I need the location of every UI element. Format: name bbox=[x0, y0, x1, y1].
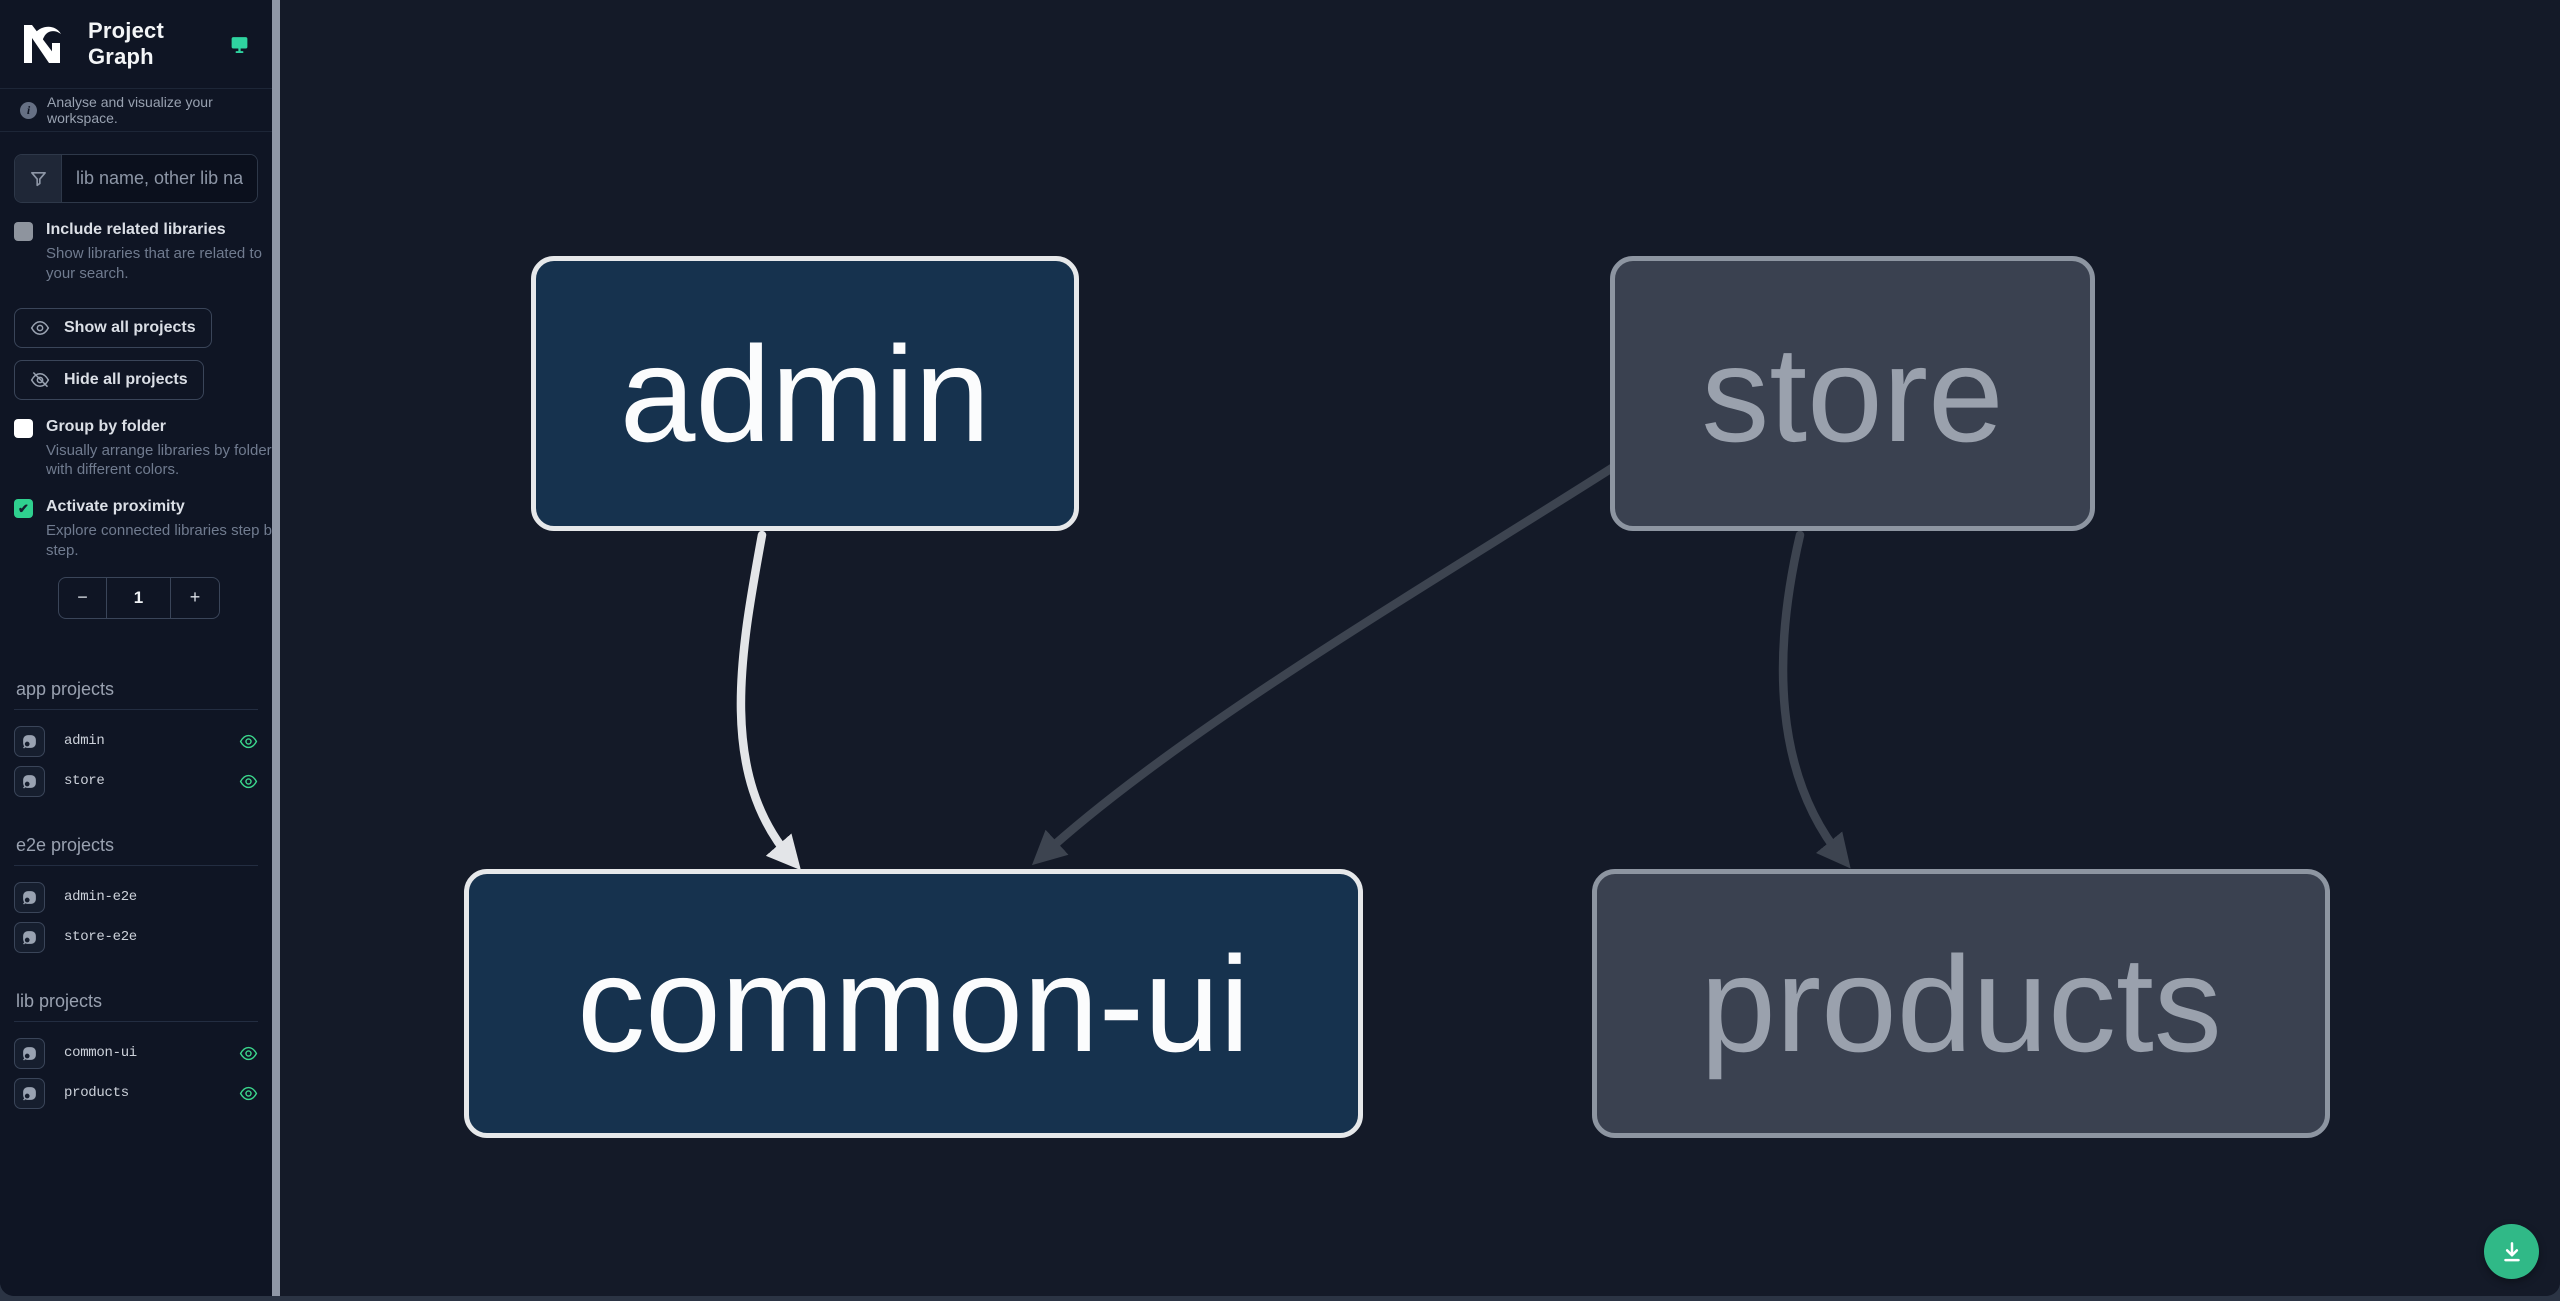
info-icon: i bbox=[20, 101, 37, 119]
option-label: Include related libraries bbox=[46, 221, 226, 238]
hide-all-label: Hide all projects bbox=[64, 370, 188, 388]
edge-admin-to-common-ui bbox=[736, 530, 801, 871]
option-label: Group by folder bbox=[46, 417, 166, 435]
section-heading: lib projects bbox=[14, 991, 258, 1022]
visibility-eye-icon[interactable] bbox=[239, 772, 258, 791]
edge-store-to-common-ui bbox=[1031, 463, 1617, 866]
section-heading: app projects bbox=[14, 679, 258, 710]
stepper-decrement-button[interactable]: − bbox=[59, 577, 107, 618]
project-name[interactable]: products bbox=[64, 1085, 129, 1102]
project-name[interactable]: admin-e2e bbox=[64, 889, 137, 906]
graph-node-common-ui[interactable]: common-ui bbox=[464, 869, 1363, 1138]
tagline-text: Analyse and visualize your workspace. bbox=[47, 94, 213, 126]
visibility-eye-icon[interactable] bbox=[239, 1084, 258, 1103]
option-group-by-folder[interactable]: Group by folder Visually arrange librari… bbox=[0, 400, 272, 481]
monitor-icon[interactable] bbox=[229, 34, 250, 55]
edge-store-to-products bbox=[1778, 530, 1851, 869]
option-description: Explore connected libraries step by step… bbox=[46, 522, 272, 559]
focus-project-icon[interactable] bbox=[14, 1037, 45, 1069]
option-include-related[interactable]: Include related libraries Show libraries… bbox=[0, 203, 272, 284]
focus-project-icon[interactable] bbox=[14, 921, 45, 953]
graph-node-admin[interactable]: admin bbox=[531, 256, 1079, 531]
download-button[interactable] bbox=[2484, 1224, 2539, 1279]
option-description: Show libraries that are related to your … bbox=[46, 245, 262, 282]
option-label: Activate proximity bbox=[46, 498, 185, 516]
search-box bbox=[14, 154, 258, 203]
graph-node-products[interactable]: products bbox=[1592, 869, 2330, 1138]
hide-all-projects-button[interactable]: Hide all projects bbox=[14, 359, 204, 400]
stepper-value: 1 bbox=[107, 577, 171, 618]
focus-project-icon[interactable] bbox=[14, 725, 45, 757]
option-description: Visually arrange libraries by folders wi… bbox=[46, 441, 272, 479]
project-lists: app projects admin store e2e projects admin-… bbox=[0, 679, 272, 1109]
download-icon bbox=[2499, 1239, 2525, 1265]
proximity-stepper: − 1 + bbox=[58, 576, 220, 619]
focus-project-icon[interactable] bbox=[14, 1077, 45, 1109]
option-activate-proximity[interactable]: Activate proximity Explore connected lib… bbox=[0, 480, 272, 561]
project-row-products: products bbox=[14, 1077, 258, 1109]
sidebar: Project Graph i Analyse and visualize yo… bbox=[0, 0, 272, 1296]
visibility-eye-icon[interactable] bbox=[239, 1044, 258, 1063]
project-name[interactable]: store-e2e bbox=[64, 929, 137, 946]
checkbox-group-by-folder[interactable] bbox=[14, 418, 33, 438]
filter-funnel-icon bbox=[15, 155, 62, 202]
project-row-admin: admin bbox=[14, 725, 258, 757]
eye-off-icon bbox=[30, 370, 50, 390]
graph-edges-layer bbox=[736, 463, 1851, 871]
project-row-common-ui: common-ui bbox=[14, 1037, 258, 1069]
section-heading: e2e projects bbox=[14, 835, 258, 866]
tagline-bar: i Analyse and visualize your workspace. bbox=[0, 89, 272, 132]
project-name[interactable]: admin bbox=[64, 733, 105, 750]
nx-logo bbox=[20, 22, 64, 66]
stepper-increment-button[interactable]: + bbox=[171, 578, 219, 618]
focus-project-icon[interactable] bbox=[14, 765, 45, 797]
project-row-store-e2e: store-e2e bbox=[14, 921, 258, 953]
eye-icon bbox=[30, 318, 50, 338]
project-row-admin-e2e: admin-e2e bbox=[14, 881, 258, 913]
graph-node-store[interactable]: store bbox=[1610, 256, 2095, 531]
checkbox-include-related[interactable] bbox=[14, 222, 33, 241]
sidebar-scrollbar[interactable] bbox=[272, 0, 280, 1296]
show-all-label: Show all projects bbox=[64, 318, 196, 336]
checkbox-activate-proximity[interactable] bbox=[14, 499, 33, 519]
visibility-eye-icon[interactable] bbox=[239, 732, 258, 751]
graph-canvas[interactable]: admin store common-ui products bbox=[280, 0, 2560, 1296]
search-input[interactable] bbox=[62, 155, 257, 202]
app-title: Project Graph bbox=[88, 18, 164, 69]
project-name[interactable]: store bbox=[64, 773, 105, 790]
project-row-store: store bbox=[14, 765, 258, 797]
sidebar-header: Project Graph bbox=[0, 0, 272, 89]
show-all-projects-button[interactable]: Show all projects bbox=[14, 307, 212, 348]
focus-project-icon[interactable] bbox=[14, 881, 45, 913]
project-name[interactable]: common-ui bbox=[64, 1045, 137, 1062]
